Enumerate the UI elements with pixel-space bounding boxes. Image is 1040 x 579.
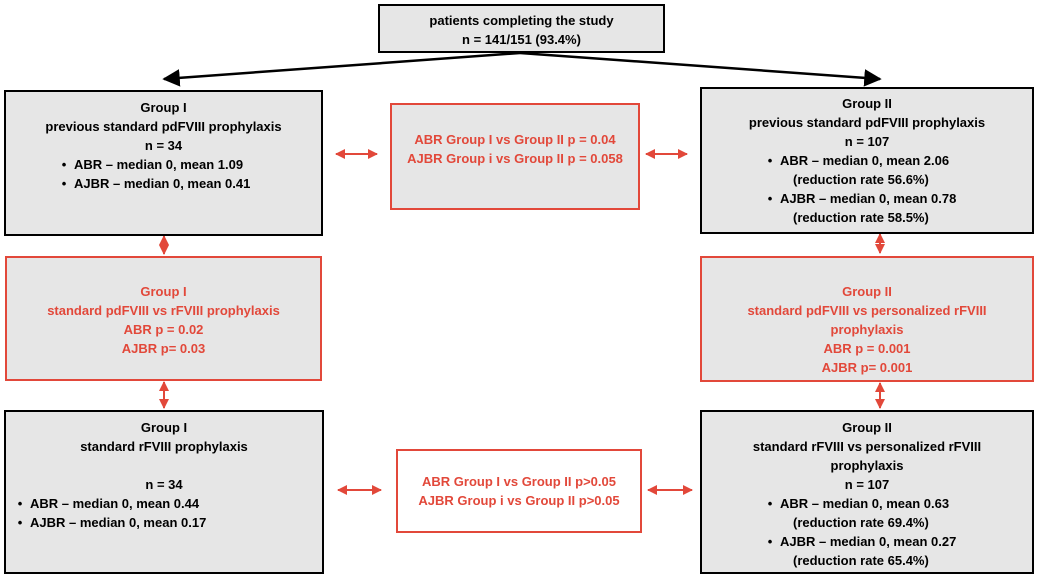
group1-change-ajbr-p: AJBR p= 0.03	[121, 341, 206, 356]
group2-previous-ajbr: AJBR – median 0, mean 0.78	[780, 191, 957, 206]
study-completion-count: n = 141/151 (93.4%)	[462, 32, 581, 47]
group2-new-abr: ABR – median 0, mean 0.63	[780, 496, 950, 511]
study-completion-box: patients completing the study n = 141/15…	[378, 4, 665, 53]
group2-change-abr-p: ABR p = 0.001	[823, 341, 911, 356]
group1-previous-abr-item: • ABR – median 0, mean 1.09	[6, 155, 321, 174]
comparison-new-abr: ABR Group I vs Group II p>0.05	[422, 474, 616, 489]
group1-previous-heading: Group I	[140, 100, 187, 115]
comparison-previous-box: ABR Group I vs Group II p = 0.04 AJBR Gr…	[390, 103, 640, 210]
bullet-icon: •	[17, 515, 23, 530]
bullet-icon: •	[767, 496, 773, 511]
group2-previous-box: Group II previous standard pdFVIII proph…	[700, 87, 1034, 234]
group2-previous-ajbr-reduction: (reduction rate 58.5%)	[793, 210, 929, 225]
group2-change-heading: Group II	[842, 284, 892, 299]
bullet-icon: •	[767, 534, 773, 549]
group2-previous-n: n = 107	[844, 134, 890, 149]
group1-previous-abr: ABR – median 0, mean 1.09	[74, 157, 244, 172]
group2-new-heading: Group II	[842, 420, 892, 435]
group2-new-n: n = 107	[844, 477, 890, 492]
group2-change-box: Group II standard pdFVIII vs personalize…	[700, 256, 1034, 382]
group2-change-ajbr-p: AJBR p= 0.001	[821, 360, 913, 375]
group1-new-box: Group I standard rFVIII prophylaxis n = …	[4, 410, 324, 574]
group1-new-subtitle: standard rFVIII prophylaxis	[80, 439, 248, 454]
group1-new-n: n = 34	[145, 477, 183, 492]
group1-previous-ajbr-item: • AJBR – median 0, mean 0.41	[6, 174, 321, 193]
group2-previous-abr-item: • ABR – median 0, mean 2.06	[702, 151, 1032, 170]
group2-previous-abr: ABR – median 0, mean 2.06	[780, 153, 950, 168]
arrow-top-to-group1	[162, 51, 521, 87]
comparison-previous-ajbr: AJBR Group i vs Group II p = 0.058	[407, 151, 623, 166]
group2-change-subtitle-2: prophylaxis	[830, 322, 904, 337]
group2-previous-subtitle: previous standard pdFVIII prophylaxis	[748, 115, 986, 130]
group1-previous-box: Group I previous standard pdFVIII prophy…	[4, 90, 323, 236]
group1-new-ajbr-item: • AJBR – median 0, mean 0.17	[6, 513, 322, 532]
group1-new-abr-item: • ABR – median 0, mean 0.44	[6, 494, 322, 513]
group2-new-box: Group II standard rFVIII vs personalized…	[700, 410, 1034, 574]
comparison-previous-abr: ABR Group I vs Group II p = 0.04	[414, 132, 616, 147]
group1-previous-ajbr: AJBR – median 0, mean 0.41	[74, 176, 251, 191]
bullet-icon: •	[767, 191, 773, 206]
bullet-icon: •	[61, 157, 67, 172]
group2-new-ajbr-item: • AJBR – median 0, mean 0.27	[702, 532, 1032, 551]
group2-previous-abr-reduction: (reduction rate 56.6%)	[793, 172, 929, 187]
bullet-icon: •	[767, 153, 773, 168]
group1-previous-n: n = 34	[144, 138, 183, 153]
group1-new-heading: Group I	[140, 420, 188, 435]
comparison-new-box: ABR Group I vs Group II p>0.05 AJBR Grou…	[396, 449, 642, 533]
comparison-new-ajbr: AJBR Group i vs Group II p>0.05	[418, 493, 620, 508]
group1-new-abr: ABR – median 0, mean 0.44	[30, 496, 200, 511]
group2-new-abr-item: • ABR – median 0, mean 0.63	[702, 494, 1032, 513]
group2-new-subtitle-1: standard rFVIII vs personalized rFVIII	[752, 439, 982, 454]
group2-new-abr-reduction: (reduction rate 69.4%)	[793, 515, 929, 530]
group1-previous-subtitle: previous standard pdFVIII prophylaxis	[45, 119, 282, 134]
bullet-icon: •	[61, 176, 67, 191]
group1-change-heading: Group I	[140, 284, 187, 299]
group2-previous-ajbr-item: • AJBR – median 0, mean 0.78	[702, 189, 1032, 208]
study-completion-title: patients completing the study	[429, 13, 614, 28]
group1-new-ajbr: AJBR – median 0, mean 0.17	[30, 515, 207, 530]
group2-previous-heading: Group II	[842, 96, 892, 111]
group2-new-ajbr: AJBR – median 0, mean 0.27	[780, 534, 957, 549]
group2-new-subtitle-2: prophylaxis	[830, 458, 904, 473]
group1-change-subtitle: standard pdFVIII vs rFVIII prophylaxis	[47, 303, 280, 318]
group1-change-box: Group I standard pdFVIII vs rFVIII proph…	[5, 256, 322, 381]
group2-change-subtitle-1: standard pdFVIII vs personalized rFVIII	[747, 303, 987, 318]
bullet-icon: •	[17, 496, 23, 511]
group1-change-abr-p: ABR p = 0.02	[123, 322, 204, 337]
arrow-top-to-group2	[519, 51, 882, 87]
group2-new-ajbr-reduction: (reduction rate 65.4%)	[793, 553, 929, 568]
